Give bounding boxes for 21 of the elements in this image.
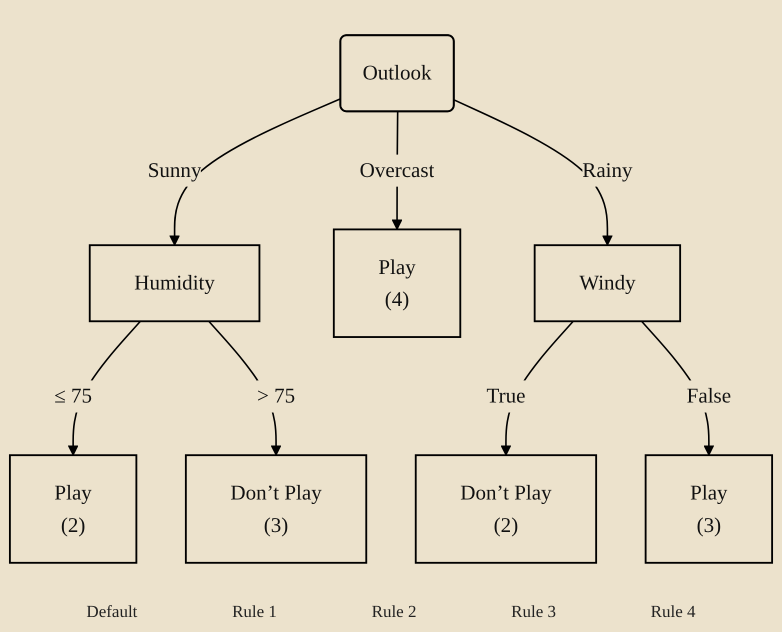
node-box: Don’t Play (3) [184, 454, 368, 564]
edge-label: False [686, 384, 732, 408]
arrow [454, 99, 613, 246]
edge-label: Rainy [582, 158, 633, 182]
node-box: Humidity [88, 244, 260, 322]
node-box: Play (4) [332, 228, 462, 338]
rule-label: Rule 3 [511, 602, 556, 622]
edge-label: Overcast [360, 158, 434, 182]
node-box: Don’t Play (2) [414, 454, 598, 564]
arrow [169, 98, 342, 246]
edge-label: ≤ 75 [54, 384, 92, 408]
node-box: Play (2) [8, 454, 138, 564]
rule-label: Rule 1 [232, 602, 277, 622]
edge-label: Sunny [148, 158, 202, 182]
edge-label: > 75 [256, 384, 296, 408]
node-box: Windy [534, 244, 682, 322]
rule-label: Rule 4 [650, 602, 696, 622]
node-box: Play (3) [644, 454, 774, 564]
edge-label: True [486, 384, 526, 408]
rule-label: Default [86, 602, 138, 622]
rule-label: Rule 2 [372, 602, 416, 622]
